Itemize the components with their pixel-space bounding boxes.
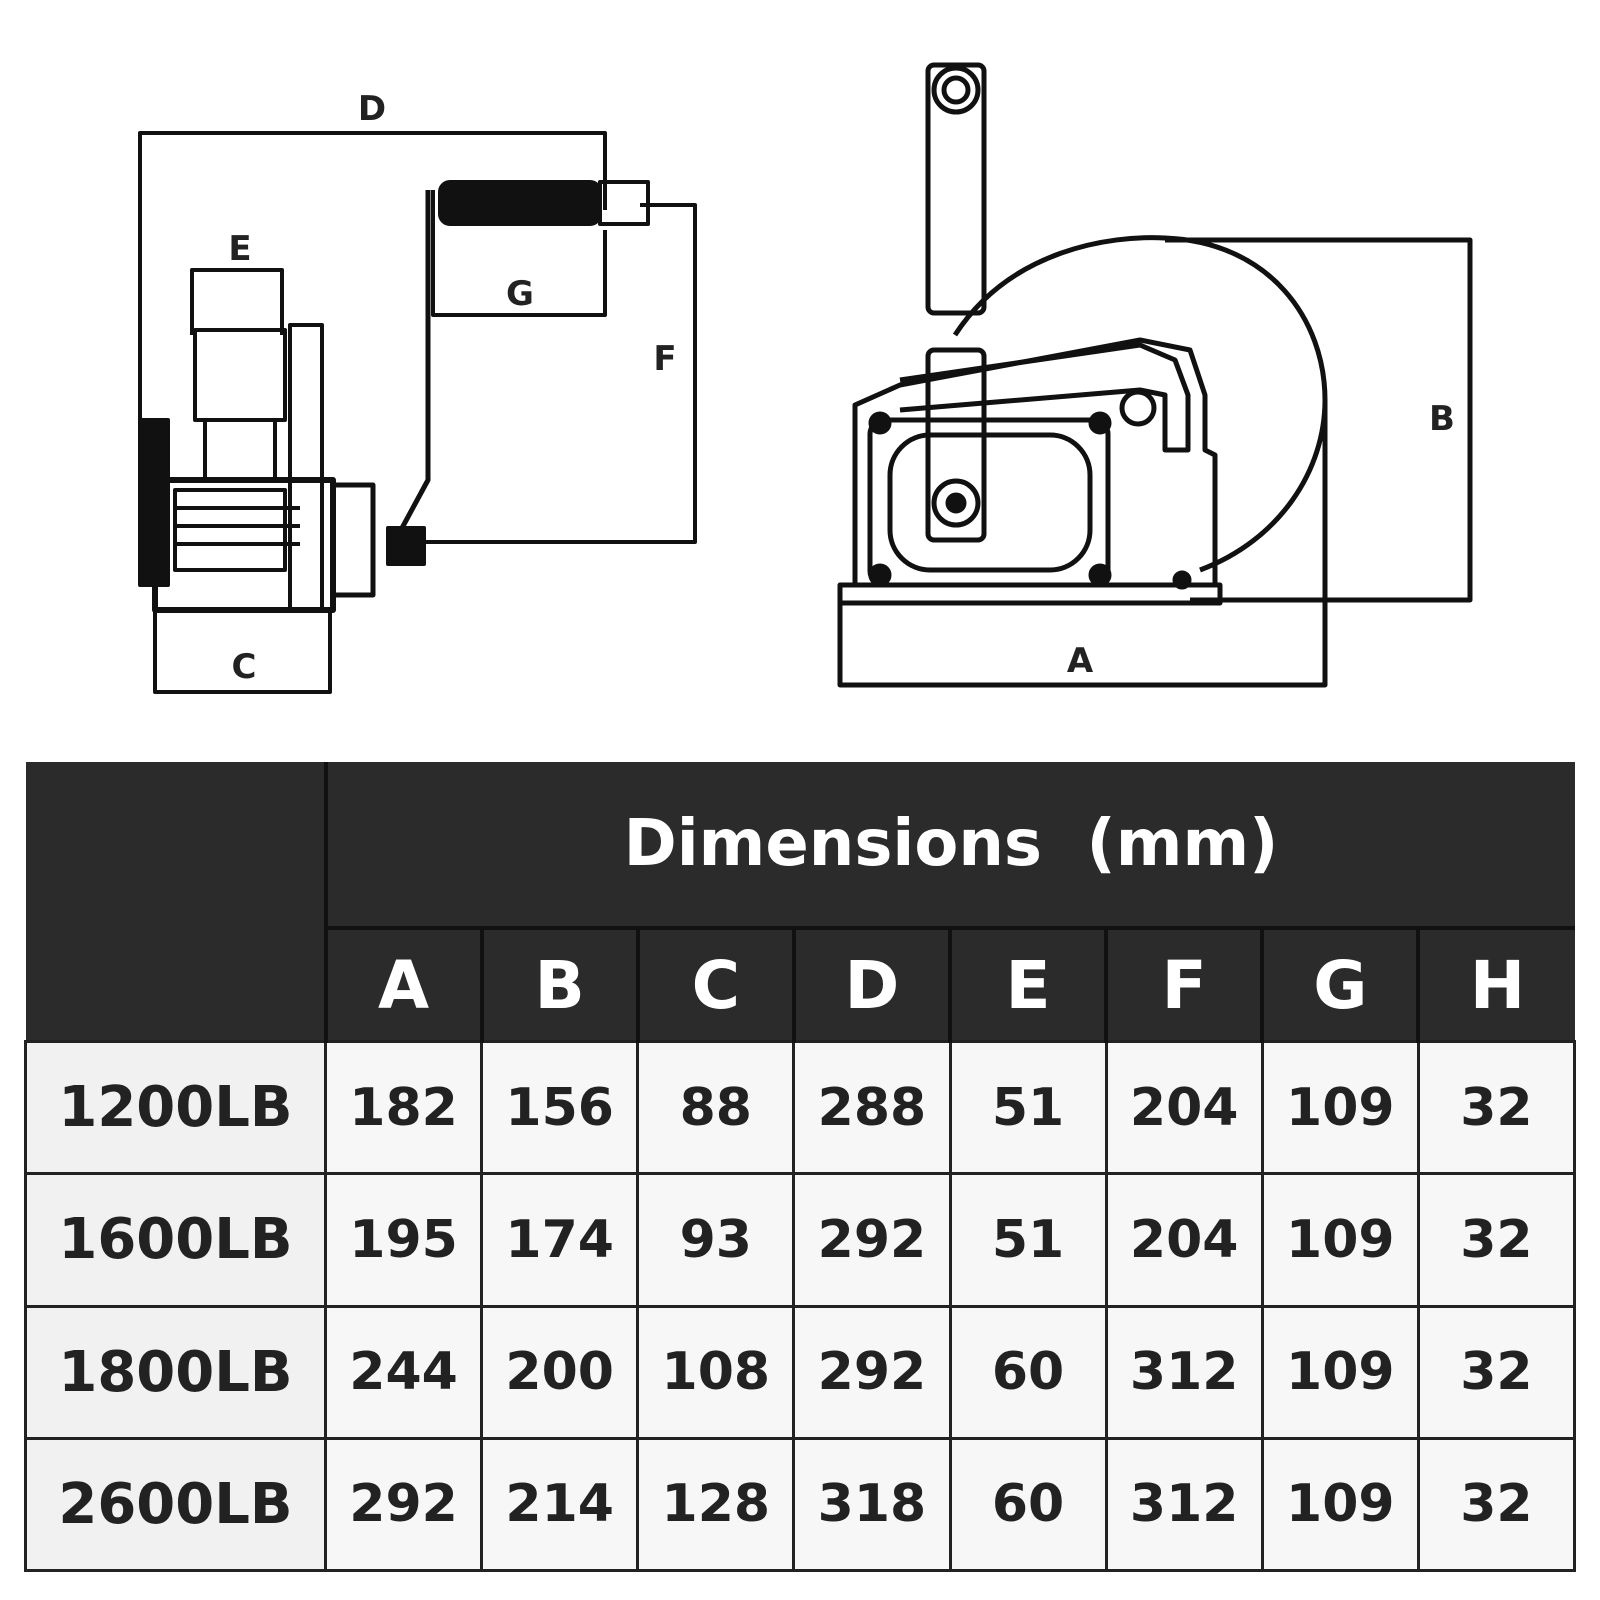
label-e: E	[228, 229, 251, 269]
model-label: 2600LB	[24, 1436, 327, 1573]
column-header-a: A	[323, 926, 482, 1042]
drive-shaft	[931, 478, 981, 528]
table-cell: 312	[1104, 1304, 1264, 1440]
table-cell: 32	[1416, 1172, 1577, 1308]
crank-knob	[598, 180, 650, 226]
table-cell: 288	[792, 1039, 952, 1176]
column-header-e: E	[947, 926, 1107, 1042]
table-cell: 156	[480, 1039, 640, 1176]
table-cell: 88	[636, 1039, 796, 1176]
crank-grip	[438, 180, 602, 226]
model-label: 1200LB	[24, 1039, 327, 1176]
column-header-h: H	[1416, 926, 1575, 1042]
label-d: D	[358, 89, 386, 129]
table-cell: 200	[480, 1304, 640, 1440]
front-view-drawing	[837, 62, 1473, 688]
table-row: 2600LB 292 214 128 318 60 312 109 32	[24, 1436, 1577, 1573]
table-row: 1200LB 182 156 88 288 51 204 109 32	[24, 1039, 1577, 1176]
dimension-b-line	[1165, 237, 1473, 603]
column-header-f: F	[1104, 926, 1263, 1042]
table-cell: 292	[792, 1172, 952, 1308]
column-header-g: G	[1260, 926, 1419, 1042]
label-c: C	[232, 647, 257, 687]
table-cell: 292	[792, 1304, 952, 1440]
table-cell: 32	[1416, 1304, 1577, 1440]
winch-dimension-diagram: D E G F C B A	[138, 62, 1473, 694]
table-cell: 109	[1260, 1172, 1420, 1308]
model-label: 1800LB	[24, 1304, 327, 1440]
table-row: 1600LB 195 174 93 292 51 204 109 32	[24, 1172, 1577, 1308]
table-cell: 60	[948, 1304, 1108, 1440]
table-cell: 292	[323, 1436, 484, 1573]
dimension-g-line	[431, 190, 607, 317]
table-cell: 195	[323, 1172, 484, 1308]
front-handle	[925, 62, 987, 316]
table-corner-cell	[25, 762, 326, 1042]
gear-cover	[887, 432, 1093, 573]
dimension-e-line	[190, 268, 284, 335]
gear-window	[867, 417, 1111, 588]
column-header-c: C	[635, 926, 794, 1042]
table-cell: 312	[1104, 1436, 1264, 1573]
side-view-drawing	[138, 131, 697, 694]
table-cell: 244	[323, 1304, 484, 1440]
dimension-f-line	[420, 203, 697, 544]
label-b: B	[1429, 399, 1455, 439]
table-cell: 182	[323, 1039, 484, 1176]
handle-eye	[931, 65, 981, 115]
column-header-b: B	[479, 926, 638, 1042]
table-cell: 109	[1260, 1304, 1420, 1440]
gearbox	[330, 482, 376, 598]
table-title: Dimensions (mm)	[323, 762, 1575, 928]
table-cell: 214	[480, 1436, 640, 1573]
table-row: 1800LB 244 200 108 292 60 312 109 32	[24, 1304, 1577, 1440]
model-label: 1600LB	[24, 1172, 327, 1308]
dimensions-table: Dimensions (mm) A B C D E F G H 1200LB 1…	[24, 762, 1577, 1573]
table-cell: 174	[480, 1172, 640, 1308]
table-cell: 204	[1104, 1039, 1264, 1176]
ratchet-block	[203, 418, 277, 482]
table-cell: 51	[948, 1172, 1108, 1308]
drum-top	[193, 328, 287, 422]
rope-wraps	[173, 488, 287, 572]
table-cell: 109	[1260, 1436, 1420, 1573]
table-cell: 32	[1416, 1039, 1577, 1176]
ratchet-lever	[899, 342, 1191, 453]
table-cell: 204	[1104, 1172, 1264, 1308]
base-plate	[837, 582, 1223, 606]
table-cell: 108	[636, 1304, 796, 1440]
table-cell: 60	[948, 1436, 1108, 1573]
left-flange	[138, 418, 170, 587]
table-cell: 93	[636, 1172, 796, 1308]
label-g: G	[506, 274, 534, 314]
column-header-d: D	[791, 926, 950, 1042]
dimension-a-line	[837, 400, 1328, 688]
table-cell: 109	[1260, 1039, 1420, 1176]
label-f: F	[653, 339, 676, 379]
table-cell: 51	[948, 1039, 1108, 1176]
table-cell: 128	[636, 1436, 796, 1573]
frame-body	[852, 337, 1218, 585]
lever-pivot	[1119, 389, 1157, 427]
dimension-c-line	[153, 610, 332, 694]
drum-disc	[952, 235, 1328, 573]
crank-arm	[399, 190, 431, 530]
dimension-d-line	[138, 131, 607, 455]
crank-hub	[386, 526, 426, 566]
table-cell: 32	[1416, 1436, 1577, 1573]
shaft-plate	[925, 347, 987, 543]
drum-guard	[288, 323, 324, 612]
label-a: A	[1067, 641, 1094, 681]
table-cell: 318	[792, 1436, 952, 1573]
